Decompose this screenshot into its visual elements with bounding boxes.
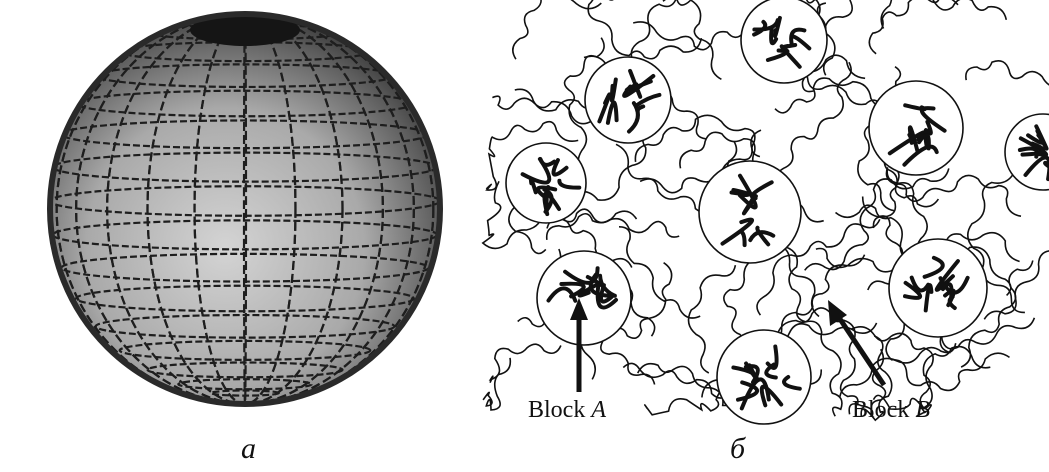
polymer-chain bbox=[869, 0, 1006, 54]
sphere-longitude-line bbox=[244, 14, 246, 404]
block-a-letter: A bbox=[591, 397, 606, 423]
micelle-core bbox=[585, 57, 671, 143]
micelle-core bbox=[717, 330, 811, 424]
micelle-core bbox=[889, 239, 987, 337]
block-b-arrow bbox=[828, 300, 884, 385]
micelle-core bbox=[869, 81, 963, 175]
polymer-chain bbox=[840, 343, 956, 397]
micelle-core bbox=[506, 143, 586, 223]
polymer-chain bbox=[513, 0, 601, 59]
sphere-latitude-line bbox=[211, 6, 279, 11]
polymer-chain bbox=[881, 0, 958, 29]
micelle-core bbox=[537, 251, 631, 345]
micelle-core bbox=[1005, 114, 1049, 190]
polymer-chain bbox=[966, 61, 1049, 103]
block-a-prefix: Block bbox=[528, 397, 591, 423]
panel-a-label: a bbox=[241, 432, 256, 466]
micelle-panel bbox=[483, 0, 1049, 424]
block-b-label: Block B bbox=[852, 397, 930, 424]
block-b-letter: B bbox=[915, 397, 930, 423]
polymer-chain bbox=[490, 344, 561, 382]
polymer-chain bbox=[775, 78, 889, 113]
block-b-prefix: Block bbox=[852, 397, 915, 423]
polymer-chain bbox=[483, 358, 510, 410]
micelle-cores bbox=[506, 0, 1049, 424]
panel-b-label: б bbox=[730, 432, 745, 466]
micelle-core bbox=[699, 161, 801, 263]
block-a-label: Block A bbox=[528, 397, 606, 424]
polymer-chain bbox=[984, 232, 1049, 319]
polymer-chain bbox=[588, 0, 701, 59]
sphere-panel bbox=[50, 6, 440, 404]
micelle-core bbox=[741, 0, 827, 83]
